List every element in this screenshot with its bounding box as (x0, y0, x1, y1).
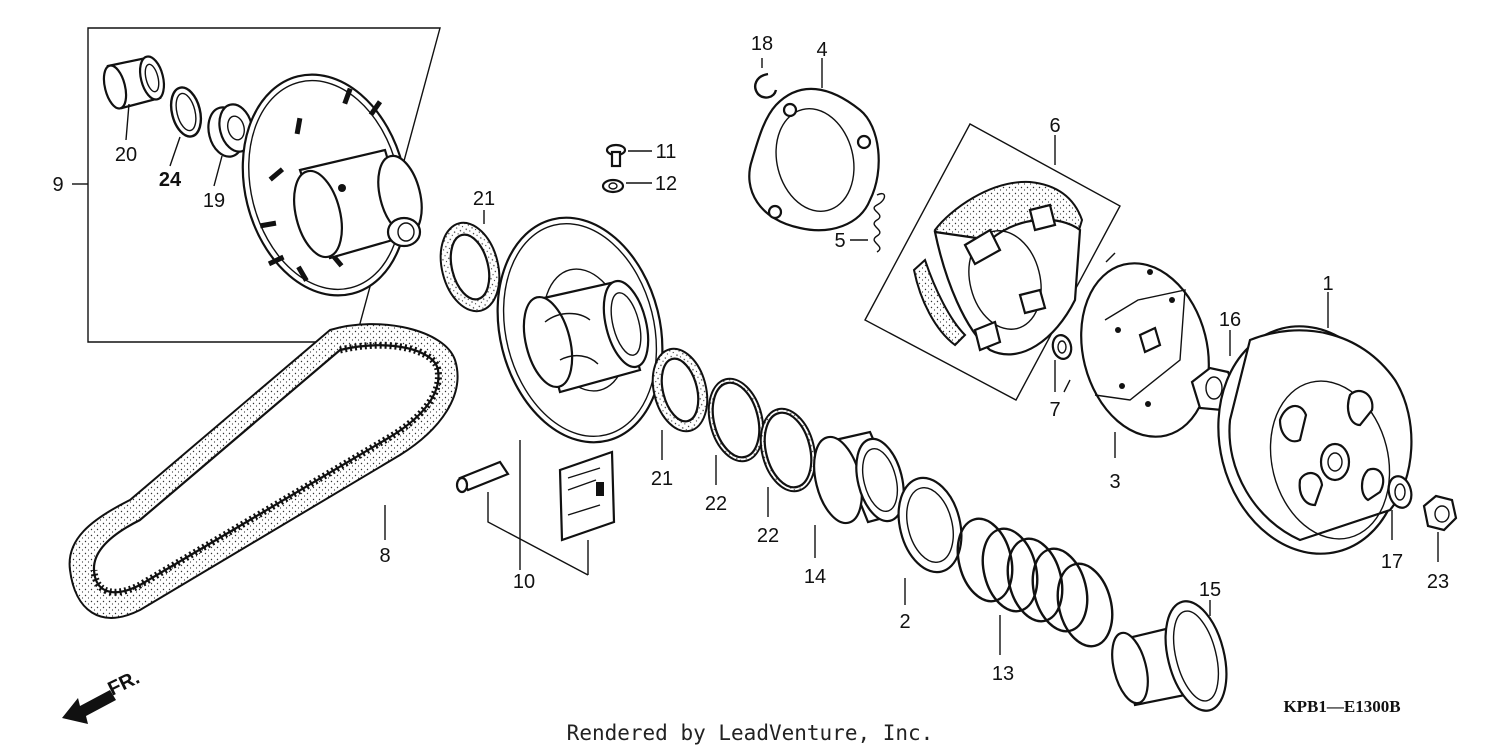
callout-14: 14 (804, 566, 826, 588)
callout-17: 17 (1381, 551, 1403, 573)
part-7-nut (1051, 334, 1073, 392)
part-11-bolt (605, 143, 652, 168)
callout-13: 13 (992, 663, 1014, 685)
part-9-group (72, 27, 441, 343)
callout-4: 4 (816, 39, 827, 61)
part-13-spring (956, 517, 1114, 655)
part-10-guide-pin (455, 460, 589, 576)
part-9-face (241, 73, 423, 297)
part-4-plate (748, 58, 880, 232)
part-14-collar (813, 430, 907, 558)
front-direction-arrow: FR. (62, 667, 143, 724)
part-10-driven-face (496, 216, 664, 570)
part-21-oil-seal-upper (439, 210, 501, 313)
part-18-clip (754, 58, 778, 99)
part-2-washer (897, 476, 963, 605)
part-24-circlip (169, 86, 203, 138)
part-12-nut (601, 178, 652, 194)
callout-7: 7 (1049, 399, 1060, 421)
callout-1: 1 (1322, 273, 1333, 295)
part-1-clutch-outer (1217, 292, 1413, 555)
part-3-drive-plate (1063, 252, 1210, 458)
callout-12: 12 (655, 173, 677, 195)
callout-8: 8 (379, 545, 390, 567)
callout-18: 18 (751, 33, 773, 55)
part-22-o-ring-2 (759, 407, 817, 517)
callout-22-lower: 22 (757, 525, 779, 547)
part-20-needle-bearing (102, 55, 166, 110)
part-22-o-ring-1 (707, 377, 765, 485)
callout-19: 19 (203, 190, 225, 212)
part-15-seal-collar (1111, 600, 1228, 712)
part-8-drive-belt (68, 323, 459, 619)
part-21-oil-seal-lower (651, 347, 709, 460)
part-6-clutch-shoe-assy (864, 123, 1121, 401)
callout-10: 10 (513, 571, 535, 593)
part-19-ball-bearing (207, 103, 254, 158)
callout-5: 5 (834, 230, 845, 252)
callout-9: 9 (52, 174, 63, 196)
callout-21-lower: 21 (651, 468, 673, 490)
diagram-code: KPB1—E1300B (1283, 697, 1400, 716)
callout-2: 2 (899, 611, 910, 633)
callout-labels: 1 2 3 4 5 6 7 8 9 10 11 12 13 14 15 16 1… (52, 33, 1449, 685)
part-17-washer (1387, 475, 1413, 540)
callout-24: 24 (159, 169, 182, 191)
callout-23: 23 (1427, 571, 1449, 593)
callout-20: 20 (115, 144, 137, 166)
callout-22-upper: 22 (705, 493, 727, 515)
callout-21-upper: 21 (473, 188, 495, 210)
part-5-spring (850, 193, 886, 253)
callout-6: 6 (1049, 115, 1060, 137)
callout-11: 11 (656, 141, 677, 163)
part-23-nut (1422, 494, 1458, 562)
footer-credit: Rendered by LeadVenture, Inc. (567, 721, 934, 745)
callout-16: 16 (1219, 309, 1241, 331)
callout-3: 3 (1109, 471, 1120, 493)
part-10-instruction-card (558, 450, 616, 575)
callout-15: 15 (1199, 579, 1221, 601)
